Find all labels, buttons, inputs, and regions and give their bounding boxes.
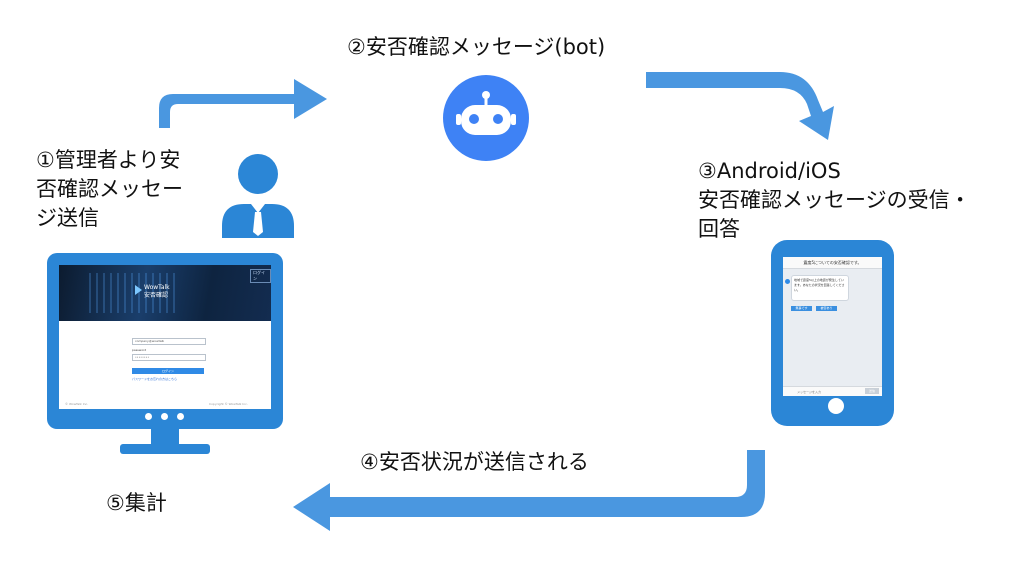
header-login-button[interactable]: ログイン (250, 269, 271, 283)
login-hero-banner (59, 265, 271, 321)
login-button[interactable]: ログイン (132, 368, 204, 374)
reply-option-safe[interactable]: 無事です (791, 306, 812, 311)
monitor-dot (161, 413, 168, 420)
phone-home-button (828, 398, 844, 414)
monitor-icon: WowTalk 安否確認 ログイン company@wowtalk passwo… (47, 253, 283, 429)
reply-option-damage[interactable]: 被害あり (816, 306, 837, 311)
id-field[interactable]: company@wowtalk (132, 338, 206, 345)
chat-input[interactable]: メッセージを入力 (783, 386, 882, 396)
phone-screen: 震度5についての安否確認です。 地域で震度5以上の地震が発生しています。あなたの… (783, 257, 882, 396)
step5-label: ⑤集計 (106, 491, 167, 515)
step2-label: ②安否確認メッセージ(bot) (347, 35, 606, 59)
forgot-password-link[interactable]: パスワードをお忘れの方はこちら (132, 377, 178, 381)
step1-label: ①管理者より安 否確認メッセー ジ送信 (36, 148, 183, 230)
brand-logo-icon (135, 285, 142, 295)
step3-label: ③Android/iOS 安否確認メッセージの受信・ 回答 (698, 159, 971, 241)
administrator-person-icon (222, 154, 294, 238)
arrow-phone-to-aggregate (293, 450, 765, 531)
password-field[interactable]: •••••••• (132, 354, 206, 361)
chat-message: 地域で震度5以上の地震が発生しています。あなたの状況を回答してください。 (791, 275, 849, 301)
chat-title: 震度5についての安否確認です。 (783, 257, 882, 269)
arrow-bot-to-phone (646, 72, 834, 140)
smartphone-icon: 震度5についての安否確認です。 地域で震度5以上の地震が発生しています。あなたの… (771, 240, 894, 426)
password-label: password (132, 348, 147, 352)
arrow-send-to-bot (159, 79, 327, 128)
step4-label: ④安否状況が送信される (360, 450, 589, 474)
monitor-dot (145, 413, 152, 420)
bot-avatar-icon (785, 279, 790, 284)
monitor-stand (120, 428, 210, 454)
footer-right-text: Copyright © WowTalk Inc. (209, 402, 248, 406)
send-button[interactable]: 送信 (865, 388, 879, 394)
brand-name: WowTalk 安否確認 (144, 284, 170, 299)
monitor-dot (177, 413, 184, 420)
robot-icon (443, 75, 529, 161)
monitor-screen: WowTalk 安否確認 ログイン company@wowtalk passwo… (59, 265, 271, 409)
footer-left-text: © WowTalk Inc. (65, 402, 89, 406)
